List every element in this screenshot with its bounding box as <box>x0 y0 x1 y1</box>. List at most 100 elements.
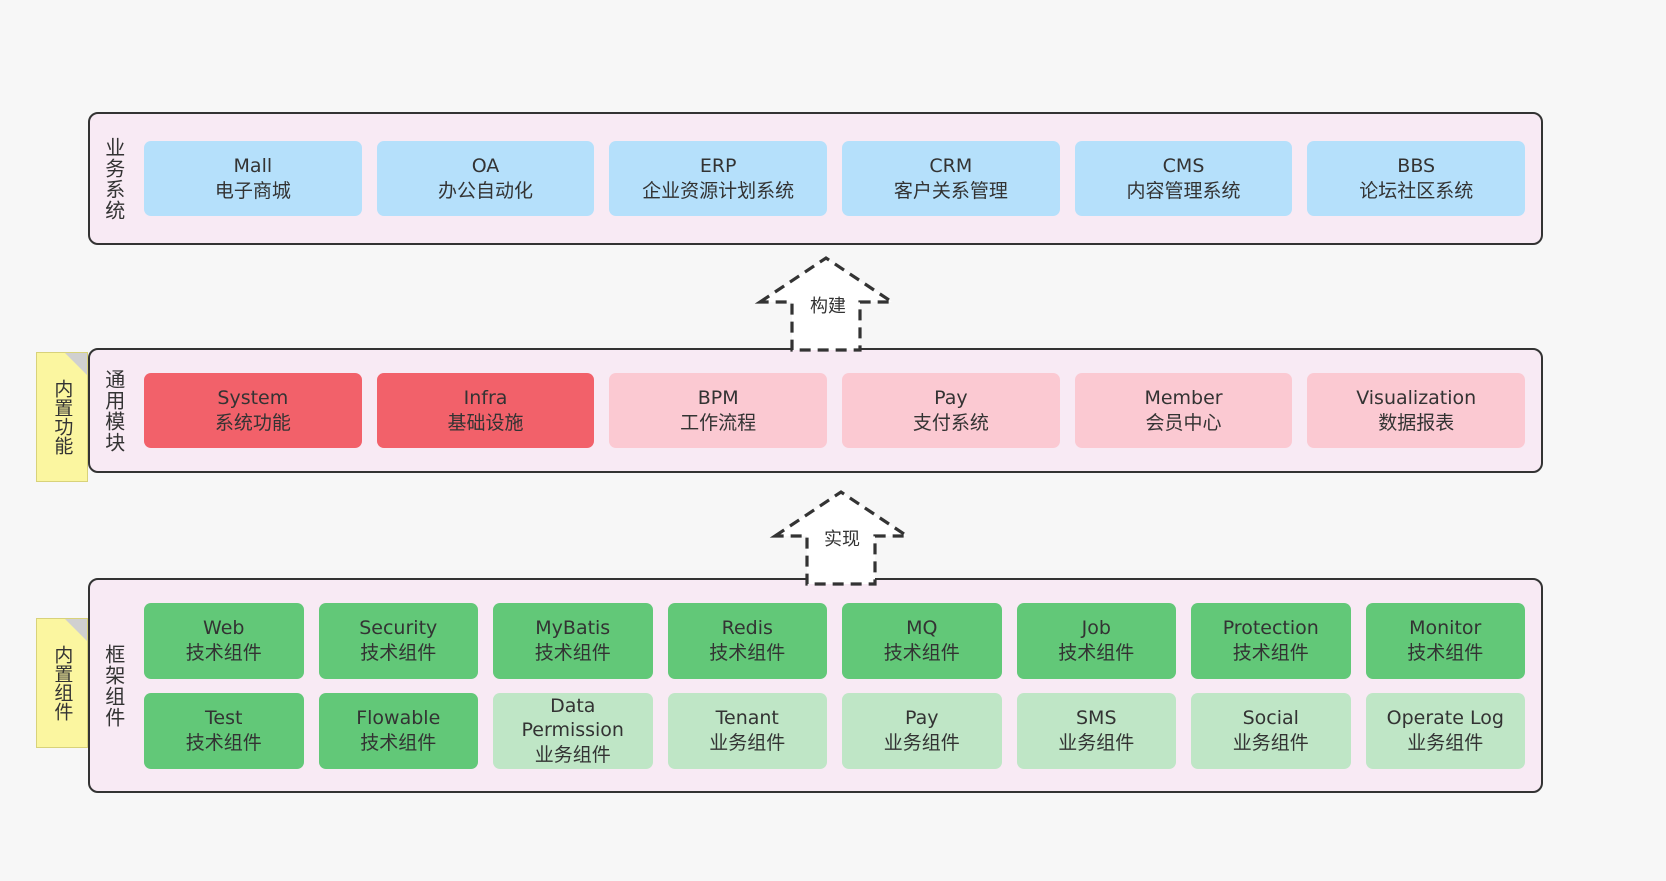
card-subtitle: 技术组件 <box>1232 641 1309 664</box>
card-security[interactable]: Security 技术组件 <box>318 602 478 679</box>
card-title: Redis <box>721 617 773 640</box>
card-title: BBS <box>1397 155 1436 178</box>
card-subtitle: 业务组件 <box>709 731 786 754</box>
connector-arrow-build <box>754 256 898 352</box>
layer-title-framework-components: 框架组件 <box>101 643 126 728</box>
card-title: Web <box>203 617 245 640</box>
card-row: Test 技术组件 Flowable 技术组件 Data Permission … <box>144 692 1525 769</box>
card-title: Data Permission <box>521 695 624 742</box>
card-mq[interactable]: MQ 技术组件 <box>842 602 1002 679</box>
card-subtitle: 会员中心 <box>1145 411 1222 434</box>
card-title: Operate Log <box>1386 707 1504 730</box>
card-redis[interactable]: Redis 技术组件 <box>667 602 827 679</box>
card-row: Mall 电子商城 OA 办公自动化 ERP 企业资源计划系统 CRM 客户关系… <box>144 141 1526 216</box>
card-sms[interactable]: SMS 业务组件 <box>1016 692 1176 769</box>
card-subtitle: 电子商城 <box>214 179 291 202</box>
card-title: MQ <box>906 617 938 640</box>
card-member[interactable]: Member 会员中心 <box>1074 373 1293 448</box>
card-subtitle: 业务组件 <box>1232 731 1309 754</box>
card-subtitle: 技术组件 <box>360 731 437 754</box>
sticky-note-builtin-component: 内置组件 <box>36 618 88 748</box>
card-tenant[interactable]: Tenant 业务组件 <box>667 692 827 769</box>
card-flowable[interactable]: Flowable 技术组件 <box>318 692 478 769</box>
connector-arrow-implement <box>769 490 913 586</box>
card-subtitle: 业务组件 <box>883 731 960 754</box>
card-web[interactable]: Web 技术组件 <box>144 602 304 679</box>
card-title: Member <box>1144 387 1223 410</box>
card-title: Monitor <box>1409 617 1482 640</box>
card-system[interactable]: System 系统功能 <box>144 373 362 448</box>
card-data-permission[interactable]: Data Permission 业务组件 <box>493 692 653 769</box>
card-title: OA <box>471 155 500 178</box>
layer-title-business-systems: 业务系统 <box>101 136 126 221</box>
card-title: CRM <box>929 155 973 178</box>
card-subtitle: 业务组件 <box>534 743 611 766</box>
card-subtitle: 技术组件 <box>534 641 611 664</box>
card-title: Test <box>205 707 243 730</box>
card-title: Security <box>359 617 438 640</box>
card-subtitle: 客户关系管理 <box>893 179 1008 202</box>
card-title: MyBatis <box>535 617 611 640</box>
card-title: BPM <box>697 387 739 410</box>
card-subtitle: 技术组件 <box>185 731 262 754</box>
card-title: Visualization <box>1356 387 1477 410</box>
card-crm[interactable]: CRM 客户关系管理 <box>842 141 1060 216</box>
card-bpm[interactable]: BPM 工作流程 <box>609 373 828 448</box>
sticky-note-builtin-function: 内置功能 <box>36 352 88 482</box>
card-visualization[interactable]: Visualization 数据报表 <box>1307 373 1526 448</box>
card-title: Social <box>1242 707 1299 730</box>
layer-common-modules: 通用模块 System 系统功能 Infra 基础设施 BPM 工作流程 Pay… <box>88 348 1543 473</box>
card-cms[interactable]: CMS 内容管理系统 <box>1074 141 1293 216</box>
card-subtitle: 技术组件 <box>185 641 262 664</box>
card-title: Infra <box>463 387 508 410</box>
card-pay[interactable]: Pay 支付系统 <box>842 373 1060 448</box>
card-subtitle: 技术组件 <box>360 641 437 664</box>
card-row: Web 技术组件 Security 技术组件 MyBatis 技术组件 Redi… <box>144 602 1525 679</box>
card-title: Protection <box>1222 617 1319 640</box>
card-subtitle: 支付系统 <box>912 411 989 434</box>
card-infra[interactable]: Infra 基础设施 <box>376 373 595 448</box>
card-subtitle: 技术组件 <box>1407 641 1484 664</box>
card-title: Pay <box>905 707 939 730</box>
card-subtitle: 技术组件 <box>1058 641 1135 664</box>
card-subtitle: 业务组件 <box>1407 731 1484 754</box>
layer-title-common-modules: 通用模块 <box>101 368 126 453</box>
card-bbs[interactable]: BBS 论坛社区系统 <box>1307 141 1526 216</box>
card-erp[interactable]: ERP 企业资源计划系统 <box>609 141 828 216</box>
card-title: Job <box>1081 617 1111 640</box>
card-oa[interactable]: OA 办公自动化 <box>376 141 595 216</box>
card-protection[interactable]: Protection 技术组件 <box>1191 602 1351 679</box>
card-subtitle: 技术组件 <box>883 641 960 664</box>
card-title: ERP <box>699 155 737 178</box>
card-title: CMS <box>1162 155 1205 178</box>
card-mybatis[interactable]: MyBatis 技术组件 <box>493 602 653 679</box>
card-social[interactable]: Social 业务组件 <box>1191 692 1351 769</box>
card-row: System 系统功能 Infra 基础设施 BPM 工作流程 Pay 支付系统… <box>144 373 1526 448</box>
layer-body-framework-components: Web 技术组件 Security 技术组件 MyBatis 技术组件 Redi… <box>136 580 1541 791</box>
card-title: SMS <box>1075 707 1117 730</box>
card-test[interactable]: Test 技术组件 <box>144 692 304 769</box>
connector-label-implement: 实现 <box>824 529 860 550</box>
card-title: Flowable <box>356 707 441 730</box>
card-job[interactable]: Job 技术组件 <box>1016 602 1176 679</box>
card-subtitle: 办公自动化 <box>438 179 534 202</box>
card-title: Pay <box>934 387 968 410</box>
card-monitor[interactable]: Monitor 技术组件 <box>1365 602 1525 679</box>
card-subtitle: 系统功能 <box>214 411 291 434</box>
card-subtitle: 技术组件 <box>709 641 786 664</box>
layer-body-common-modules: System 系统功能 Infra 基础设施 BPM 工作流程 Pay 支付系统… <box>136 350 1541 471</box>
card-subtitle: 工作流程 <box>680 411 757 434</box>
card-title: Tenant <box>715 707 779 730</box>
card-pay-business[interactable]: Pay 业务组件 <box>842 692 1002 769</box>
card-subtitle: 基础设施 <box>447 411 524 434</box>
card-title: System <box>217 387 289 410</box>
card-subtitle: 论坛社区系统 <box>1359 179 1474 202</box>
connector-label-build: 构建 <box>810 296 846 317</box>
card-subtitle: 企业资源计划系统 <box>642 179 795 202</box>
card-title: Mall <box>233 155 273 178</box>
card-operate-log[interactable]: Operate Log 业务组件 <box>1365 692 1525 769</box>
layer-framework-components: 框架组件 Web 技术组件 Security 技术组件 MyBatis 技术组件… <box>88 578 1543 793</box>
card-subtitle: 业务组件 <box>1058 731 1135 754</box>
layer-body-business-systems: Mall 电子商城 OA 办公自动化 ERP 企业资源计划系统 CRM 客户关系… <box>136 114 1541 243</box>
card-mall[interactable]: Mall 电子商城 <box>144 141 362 216</box>
